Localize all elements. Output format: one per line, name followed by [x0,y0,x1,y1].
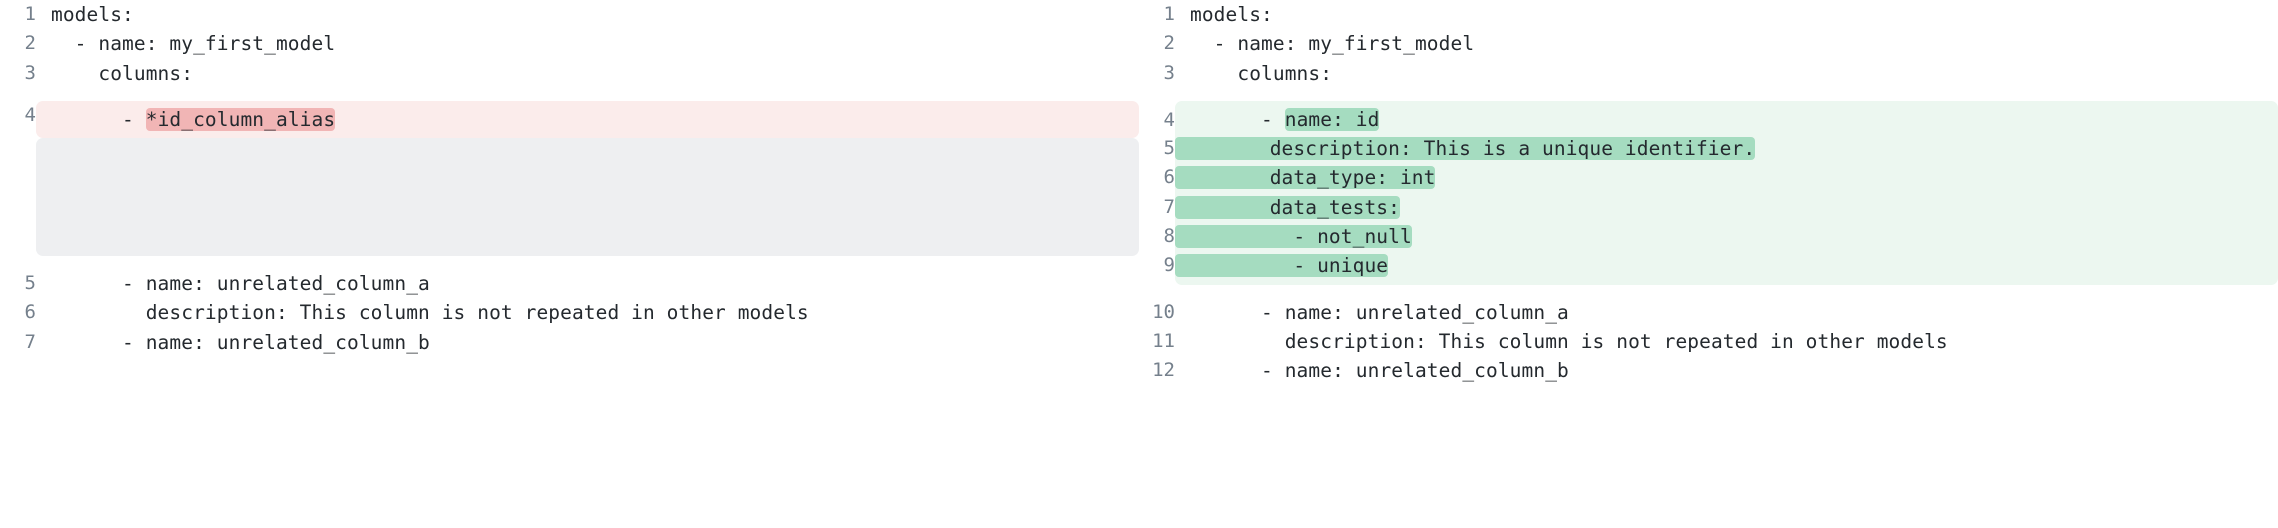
line-content: - name: id [1175,105,2278,134]
line-number: 2 [24,32,36,55]
block-gap [1139,285,2278,298]
line-content: - name: unrelated_column_b [51,330,430,354]
line-content: - not_null [1175,222,2278,251]
line-number: 7 [24,330,36,353]
line-number: 1 [1163,3,1175,25]
line-number: 3 [24,61,36,84]
code-line[interactable]: 1 models: [0,0,1139,29]
line-content: description: This column is not repeated… [51,301,809,325]
line-content: - name: unrelated_column_a [1190,300,1569,324]
added-rows[interactable]: - name: id description: This is a unique… [1175,100,2278,285]
code-line[interactable]: 2 - name: my_first_model [0,29,1139,58]
block-gap [0,88,1139,101]
added-token: name: id [1284,107,1380,131]
line-content: description: This is a unique identifier… [1175,134,2278,163]
line-number: 6 [24,301,36,324]
line-number: 5 [24,272,36,295]
deleted-block: 4 - *id_column_alias [0,100,1139,257]
added-token: data_tests: [1175,195,1400,219]
block-body: - *id_column_alias [36,100,1139,257]
code-line[interactable]: 2 - name: my_first_model [1139,29,2278,58]
line-number: 2 [1163,32,1175,55]
line-content: - name: unrelated_column_a [51,272,430,296]
line-number: 10 [1152,300,1175,323]
code-line[interactable]: 3 columns: [0,59,1139,88]
added-block: 4 5 6 7 8 9 - name: id description: This… [1139,100,2278,285]
line-prefix: - [1190,107,1285,131]
line-content: description: This column is not repeated… [1190,329,1948,353]
code-line[interactable]: 12 - name: unrelated_column_b [1139,356,2278,385]
line-content: models: [51,3,134,26]
line-number: 5 [1163,137,1175,160]
code-line[interactable]: 11 description: This column is not repea… [1139,327,2278,356]
code-line[interactable]: 6 description: This column is not repeat… [0,298,1139,327]
block-gap [1139,88,2278,101]
code-line[interactable]: 1 models: [1139,0,2278,29]
line-content: columns: [51,61,194,85]
diff-pane-after: 1 models: 2 - name: my_first_model 3 col… [1139,0,2278,528]
block-body: - name: id description: This is a unique… [1175,100,2278,285]
line-content: - unique [1175,251,2278,280]
line-content: - name: my_first_model [51,32,336,56]
gutter-column: 4 [0,101,36,256]
line-number: 1 [24,3,36,25]
code-line[interactable]: 7 - name: unrelated_column_b [0,328,1139,357]
block-gap [0,256,1139,269]
deleted-row[interactable]: - *id_column_alias [36,100,1139,139]
alignment-filler [36,138,1139,257]
added-token: - not_null [1175,225,1412,249]
line-content: columns: [1190,61,1333,85]
deleted-token: *id_column_alias [145,107,336,131]
line-number: 9 [1163,254,1175,277]
line-number: 7 [1163,195,1175,218]
code-line[interactable]: 5 - name: unrelated_column_a [0,269,1139,298]
added-token: - unique [1175,254,1389,278]
line-prefix: - [51,107,146,131]
code-line[interactable]: 3 columns: [1139,59,2278,88]
line-content: - name: unrelated_column_b [1190,359,1569,383]
diff-pane-before: 1 models: 2 - name: my_first_model 3 col… [0,0,1139,357]
line-content: data_type: int [1175,163,2278,192]
line-content: - *id_column_alias [36,105,1139,134]
added-token: description: This is a unique identifier… [1175,137,1756,161]
line-number: 6 [1163,166,1175,189]
line-content: models: [1190,3,1273,26]
gutter-column: 4 5 6 7 8 9 [1139,101,1175,285]
line-number: 4 [1163,108,1175,131]
code-line[interactable]: 10 - name: unrelated_column_a [1139,298,2278,327]
line-content: data_tests: [1175,193,2278,222]
line-number: 12 [1152,359,1175,382]
line-number: 4 [24,103,36,126]
line-number: 3 [1163,61,1175,84]
line-number: 8 [1163,225,1175,248]
line-content: - name: my_first_model [1190,32,1475,56]
line-number: 11 [1152,329,1175,352]
added-token: data_type: int [1175,166,1436,190]
